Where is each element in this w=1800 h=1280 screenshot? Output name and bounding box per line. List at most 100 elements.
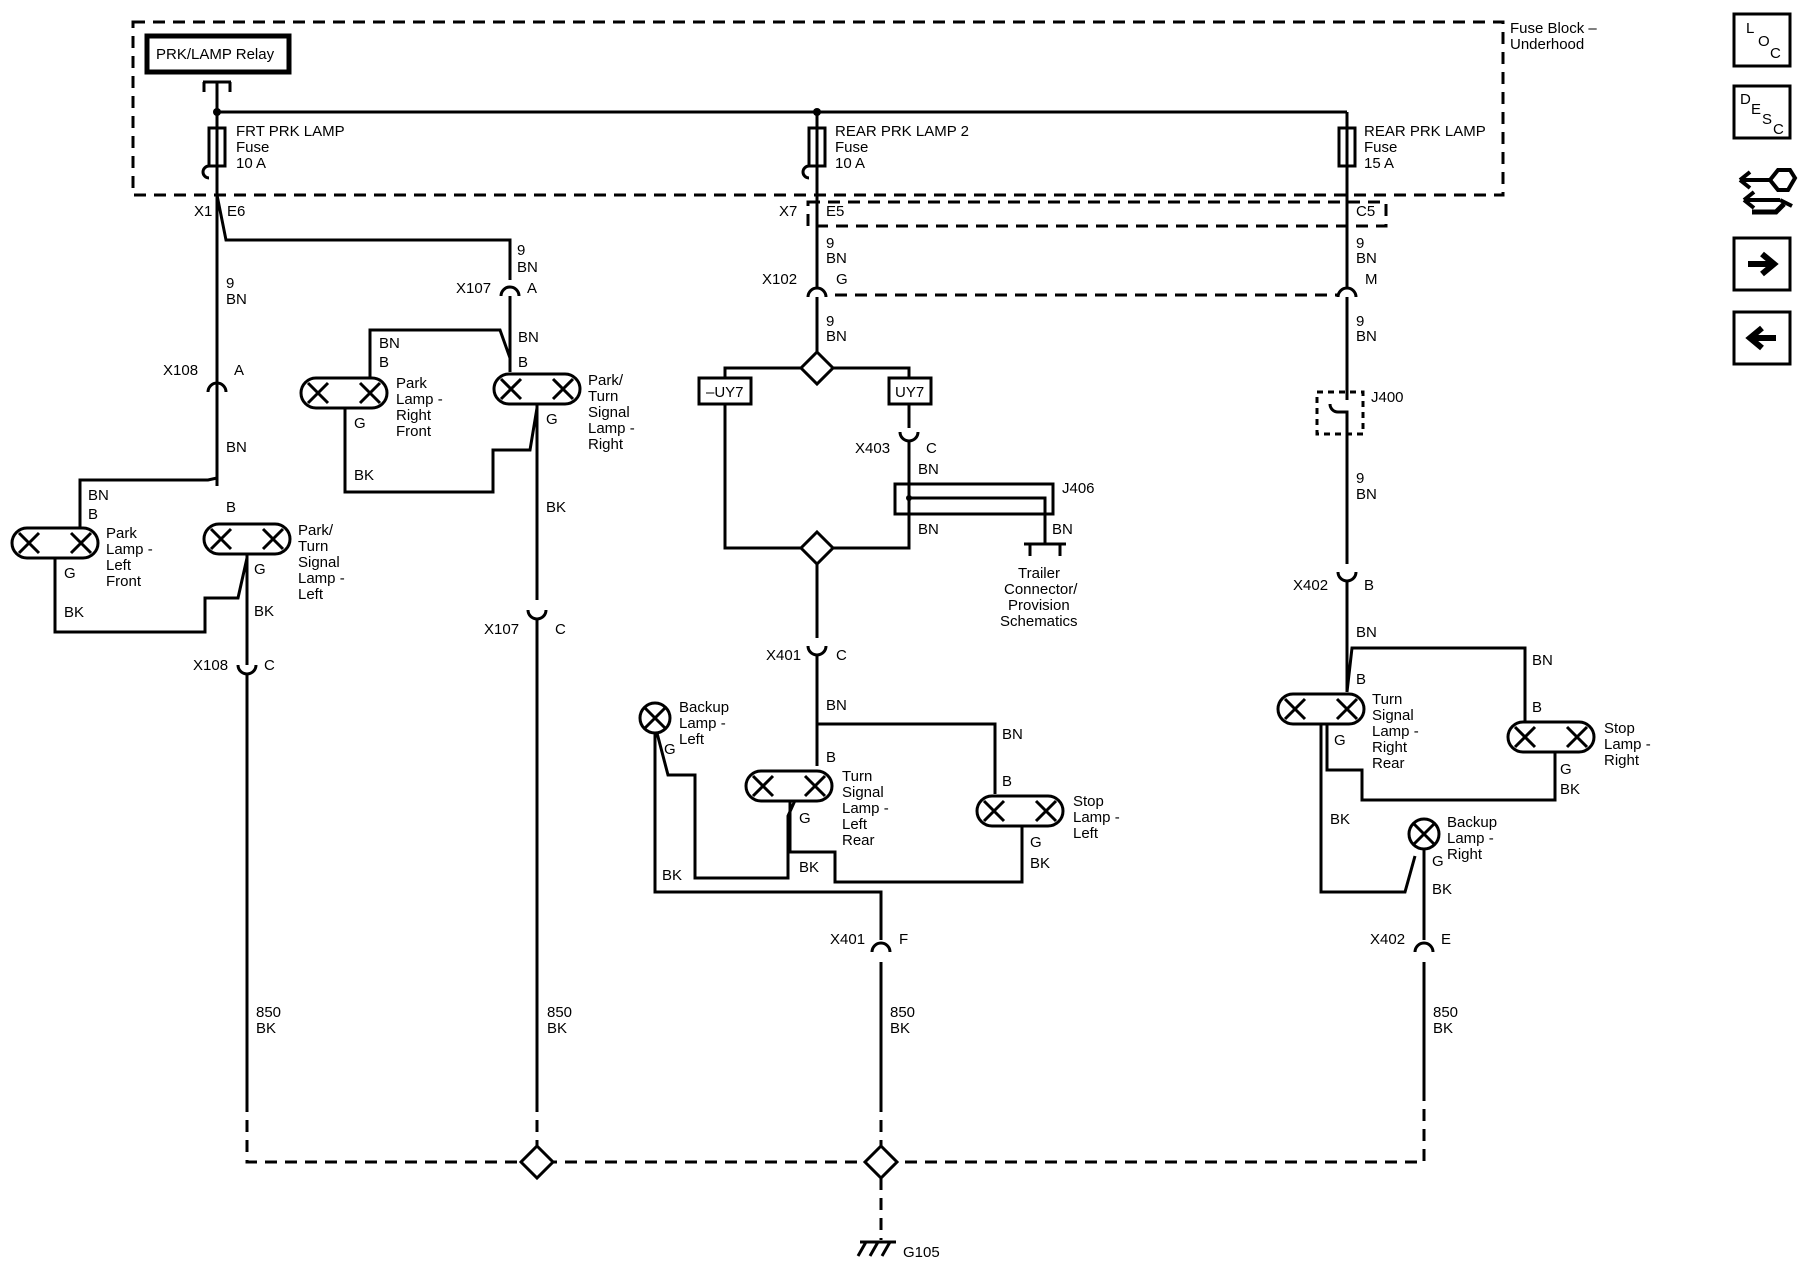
connector-x401-label: X401 (830, 931, 865, 948)
loc-button[interactable]: L O C (1732, 12, 1792, 68)
turn-signal-lamp-left-rear: Turn Signal Lamp - Left Rear (744, 768, 889, 849)
wire-color: BK (890, 1020, 910, 1037)
fuse-name: REAR PRK LAMP (1364, 123, 1486, 140)
fuse-type: Fuse (236, 139, 269, 156)
ground-g105: G105 (856, 1240, 940, 1261)
wire-gauge: 850 (256, 1004, 281, 1021)
pin-label: B (88, 506, 98, 523)
lamp-label: Rear (842, 832, 875, 849)
lamp-label: Lamp - (106, 541, 153, 558)
fuse-rear-prk-lamp-2: REAR PRK LAMP 2 Fuse 10 A (801, 112, 969, 195)
lamp-label: Turn (842, 768, 872, 785)
connector-x107-label: X107 (484, 621, 519, 638)
wire-color: BK (547, 1020, 567, 1037)
wire-color: BN (826, 697, 847, 714)
lamp-label: Signal (842, 784, 884, 801)
desc-letter: C (1773, 121, 1784, 138)
pin-label: C (555, 621, 566, 638)
lamp-label: Signal (1372, 707, 1414, 724)
pin-e5-label: E5 (826, 203, 844, 220)
wire-gauge: 9 (1356, 235, 1364, 252)
arrow-left-icon[interactable] (1732, 310, 1792, 366)
trailer-label: Provision (1008, 597, 1070, 614)
connector-x102-label: X102 (762, 271, 797, 288)
lamp-label: Left (106, 557, 132, 574)
lamp-label: Turn (298, 538, 328, 555)
pin-label: B (826, 749, 836, 766)
pin-label: B (379, 354, 389, 371)
wire-color: BN (826, 328, 847, 345)
desc-letter: S (1762, 111, 1772, 128)
wire-gauge: 9 (226, 275, 234, 292)
lamp-label: Turn (588, 388, 618, 405)
stop-lamp-right: Stop Lamp - Right (1506, 720, 1651, 769)
connector-x7-label: X7 (779, 203, 797, 220)
wire-color: BK (546, 499, 566, 516)
pin-label: A (234, 362, 244, 379)
loc-letter: L (1746, 20, 1754, 37)
desc-button[interactable]: D E S C (1732, 84, 1792, 140)
connector-x402-label: X402 (1370, 931, 1405, 948)
fuse-rating: 10 A (835, 155, 865, 172)
splice-label: J406 (1062, 480, 1095, 497)
pin-label: B (1364, 577, 1374, 594)
turn-signal-lamp-right-rear: Turn Signal Lamp - Right Rear (1276, 691, 1419, 772)
fuse-name: REAR PRK LAMP 2 (835, 123, 969, 140)
lamp-label: Backup (679, 699, 729, 716)
lamp-label: Lamp - (298, 570, 345, 587)
fuse-block-subtitle: Underhood (1510, 36, 1584, 53)
lamp-label: Lamp - (588, 420, 635, 437)
wire-color: BN (517, 259, 538, 276)
fuse-rating: 15 A (1364, 155, 1394, 172)
lamp-label: Stop (1604, 720, 1635, 737)
lamp-label: Left (842, 816, 868, 833)
wire-color: BK (799, 859, 819, 876)
option-uy7: UY7 (895, 384, 924, 401)
wire-color: BK (64, 604, 84, 621)
pin-label: C (264, 657, 275, 674)
connector-x1-label: X1 (194, 203, 212, 220)
lamp-label: Park/ (588, 372, 624, 389)
trailer-label: Connector/ (1004, 581, 1078, 598)
pin-label: G (1334, 732, 1346, 749)
pin-label: G (1432, 853, 1444, 870)
wire-color: BN (918, 521, 939, 538)
fuse-type: Fuse (835, 139, 868, 156)
wire-gauge: 850 (890, 1004, 915, 1021)
lamp-label: Front (106, 573, 142, 590)
fuse-type: Fuse (1364, 139, 1397, 156)
lamp-label: Lamp - (1604, 736, 1651, 753)
lamp-label: Right (1447, 846, 1483, 863)
wire-color: BN (1002, 726, 1023, 743)
loc-letter: C (1770, 45, 1781, 62)
wire-color: BN (1532, 652, 1553, 669)
wire-gauge: 850 (1433, 1004, 1458, 1021)
connector-x403-label: X403 (855, 440, 890, 457)
pin-label: G (354, 415, 366, 432)
splice-label: J400 (1371, 389, 1404, 406)
pin-label: G (836, 271, 848, 288)
wire-color: BN (1356, 624, 1377, 641)
connector-wrench-icon[interactable] (1738, 168, 1798, 215)
park-lamp-right-front: Park Lamp - Right Front (299, 375, 443, 440)
option-no-uy7: –UY7 (706, 384, 744, 401)
lamp-label: Lamp - (1372, 723, 1419, 740)
lamp-label: Signal (588, 404, 630, 421)
lamp-label: Lamp - (396, 391, 443, 408)
wire-color: BK (1432, 881, 1452, 898)
pin-label: G (546, 411, 558, 428)
arrow-right-icon[interactable] (1732, 236, 1792, 292)
wire-gauge: 9 (826, 235, 834, 252)
lamp-label: Left (298, 586, 324, 603)
pin-label: G (664, 741, 676, 758)
lamp-label: Rear (1372, 755, 1405, 772)
wire-color: BK (256, 1020, 276, 1037)
park-lamp-left-front: Park Lamp - Left Front (10, 525, 153, 590)
stop-lamp-left: Stop Lamp - Left (975, 793, 1120, 842)
connector-x108-label: X108 (193, 657, 228, 674)
wire-color: BK (1560, 781, 1580, 798)
wire-color: BN (1356, 250, 1377, 267)
connector-x107-label: X107 (456, 280, 491, 297)
lamp-label: Lamp - (1447, 830, 1494, 847)
wire-color: BN (1356, 486, 1377, 503)
